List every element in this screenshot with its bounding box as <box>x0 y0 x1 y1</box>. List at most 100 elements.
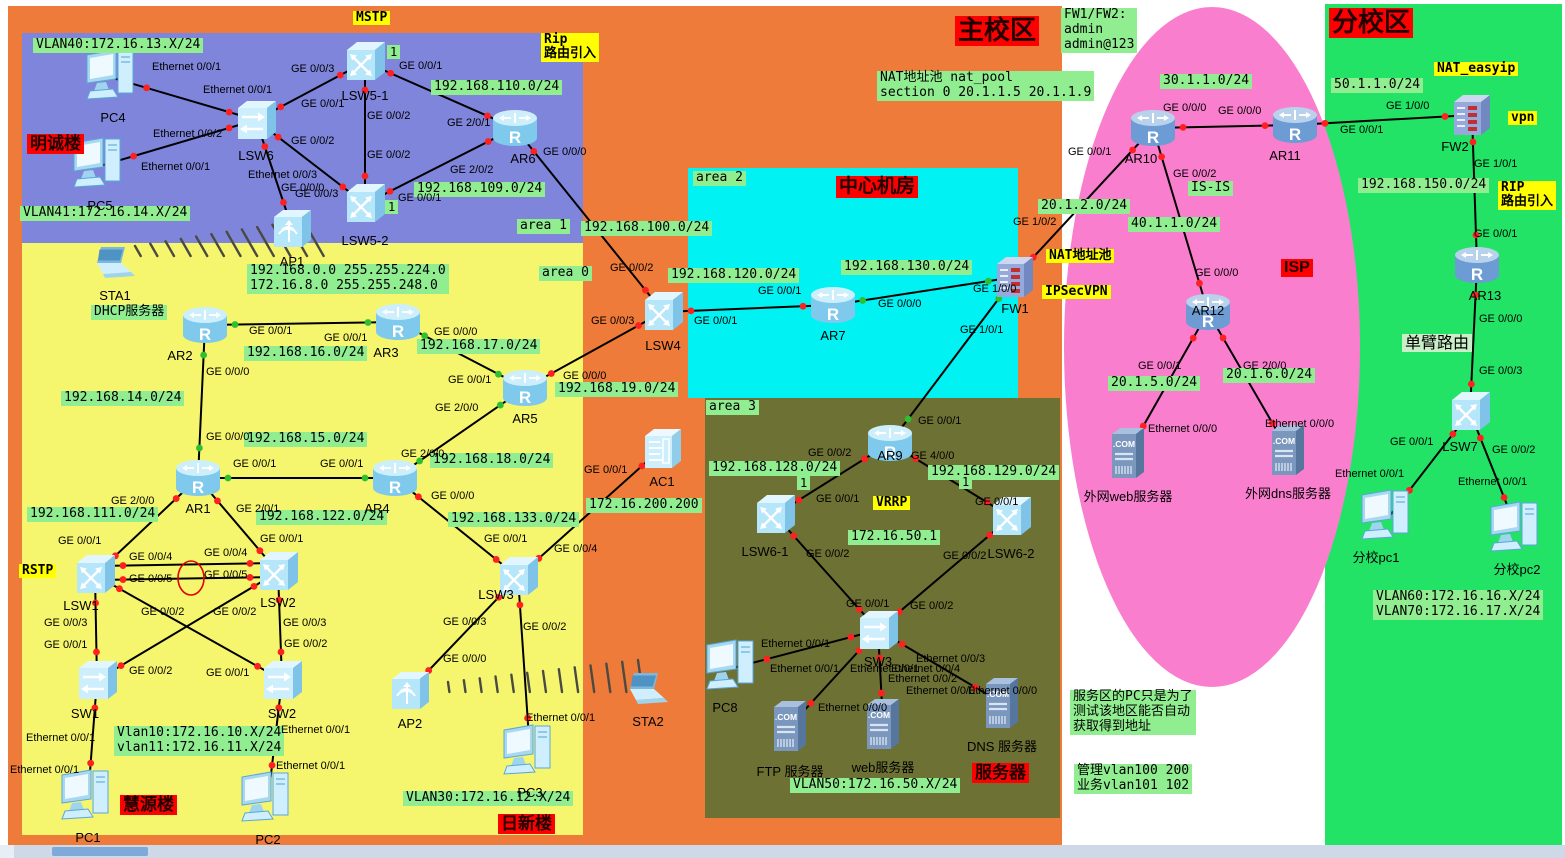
device-PC4[interactable] <box>85 47 141 114</box>
device-PC3[interactable] <box>502 722 558 789</box>
device-PC1[interactable] <box>60 767 116 834</box>
port-label: GE 0/0/1 <box>918 415 962 427</box>
port-dot <box>638 462 646 470</box>
svg-text:.COM: .COM <box>1273 436 1295 446</box>
device-PC2[interactable] <box>240 769 296 836</box>
device-AR10[interactable]: R <box>1127 106 1179 155</box>
device-LSW51[interactable] <box>341 40 389 89</box>
device-AR1[interactable]: R <box>172 456 224 505</box>
port-dot <box>763 655 771 663</box>
port-label: Ethernet 0/0/0 <box>968 685 1038 697</box>
device-BPC2[interactable] <box>1489 499 1545 566</box>
net-label: 172.16.200.200 <box>586 497 702 513</box>
device-LSW62[interactable] <box>987 495 1035 544</box>
port-label: GE 0/0/0 <box>206 431 250 443</box>
device-FW2[interactable] <box>1449 92 1495 143</box>
device-LSW4[interactable] <box>639 290 687 339</box>
port-label: GE 0/0/2 <box>523 621 567 633</box>
port-label: GE 0/0/4 <box>129 551 173 563</box>
port-dot <box>912 455 919 463</box>
svg-text:.COM: .COM <box>1113 439 1135 449</box>
port-label: GE 0/0/1 <box>1138 360 1182 372</box>
port-dot <box>898 640 906 648</box>
port-dot <box>1441 113 1449 120</box>
port-label: Ethernet 0/0/0 <box>818 702 888 714</box>
port-label: GE 0/0/2 <box>808 447 852 459</box>
device-BPC1[interactable] <box>1360 487 1416 554</box>
port-dot <box>339 183 347 191</box>
net-label: 192.168.150.0/24 <box>1358 177 1490 193</box>
device-FW1[interactable] <box>992 254 1038 305</box>
device-SW2[interactable] <box>258 659 306 706</box>
device-AR7[interactable]: R <box>807 283 859 332</box>
device-STA2[interactable] <box>624 671 672 710</box>
device-AR9[interactable]: R <box>864 421 916 470</box>
scrollbar-thumb[interactable] <box>52 847 148 856</box>
device-AR6[interactable]: R <box>489 106 541 155</box>
device-LSW7[interactable] <box>1446 390 1494 439</box>
port-dot <box>387 69 395 77</box>
device-label-SW2: SW2 <box>267 706 297 721</box>
device-label-LSW4: LSW4 <box>645 338 681 353</box>
port-label: Ethernet 0/0/1 <box>141 161 211 173</box>
port-dot <box>274 133 282 141</box>
instance-badge: 1 <box>385 200 399 215</box>
device-AR2[interactable]: R <box>179 303 231 352</box>
port-label: GE 0/0/2 <box>284 638 328 650</box>
port-label: GE 0/0/4 <box>554 543 598 555</box>
device-AR3[interactable]: R <box>372 300 424 349</box>
device-label-LSW7: LSW7 <box>1442 439 1478 454</box>
port-dot <box>687 307 695 315</box>
device-DNS[interactable]: .COM <box>982 676 1022 735</box>
device-EXTD[interactable]: .COM <box>1268 423 1308 482</box>
horizontal-scrollbar[interactable] <box>0 845 1565 858</box>
port-label: Ethernet 0/0/3 <box>916 653 986 665</box>
device-SW1[interactable] <box>73 659 121 706</box>
building-label: 明诚楼 <box>27 134 84 154</box>
port-label: GE 0/0/0 <box>443 653 487 665</box>
device-LSW52[interactable] <box>341 182 389 231</box>
port-dot <box>524 714 532 722</box>
device-PC8[interactable] <box>705 637 761 704</box>
device-AR12[interactable]: R <box>1182 290 1234 339</box>
device-FTP[interactable]: .COM <box>770 699 810 758</box>
port-label: GE 0/0/1 <box>398 192 442 204</box>
port-label: GE 0/0/0 <box>431 490 475 502</box>
device-LSW6[interactable] <box>232 99 280 146</box>
device-label-SW3: SW3 <box>863 654 893 669</box>
port-label: GE 2/0/0 <box>435 402 479 414</box>
device-EXTW[interactable]: .COM <box>1108 426 1148 485</box>
device-AC1[interactable] <box>639 427 685 474</box>
bridge-icon <box>854 611 902 655</box>
device-SW3[interactable] <box>854 609 902 656</box>
device-label-PC3: PC3 <box>517 785 543 800</box>
device-STA1[interactable] <box>91 245 139 284</box>
device-LSW61[interactable] <box>751 493 799 542</box>
device-LSW2[interactable] <box>254 550 302 599</box>
net-label: Vlan10:172.16.10.X/24 vlan11:172.16.11.X… <box>114 725 285 756</box>
port-dot <box>1179 123 1187 131</box>
device-AP1[interactable] <box>269 208 315 253</box>
net-label: 192.168.16.0/24 <box>244 345 368 361</box>
svg-text:R: R <box>1202 312 1214 331</box>
port-dot <box>530 147 538 155</box>
device-AR4[interactable]: R <box>369 456 421 505</box>
device-label-AP2: AP2 <box>397 716 423 731</box>
device-LSW3[interactable] <box>494 555 542 604</box>
laptop-icon <box>91 247 139 283</box>
port-dot <box>143 84 150 92</box>
device-PC5[interactable] <box>72 135 128 202</box>
port-label: Ethernet 0/0/1 <box>850 663 920 675</box>
device-WEB[interactable]: .COM <box>863 697 903 756</box>
port-dot <box>275 704 283 712</box>
device-AR13[interactable]: R <box>1451 243 1503 292</box>
device-label-PC5: PC5 <box>87 198 113 213</box>
device-AP2[interactable] <box>387 670 433 715</box>
device-LSW1[interactable] <box>71 553 119 602</box>
svg-text:R: R <box>1471 265 1483 284</box>
device-AR11[interactable]: R <box>1269 103 1321 152</box>
ac-icon <box>639 429 685 473</box>
bridge-icon <box>73 661 121 705</box>
device-AR5[interactable]: R <box>499 366 551 415</box>
server-icon: .COM <box>863 699 903 755</box>
